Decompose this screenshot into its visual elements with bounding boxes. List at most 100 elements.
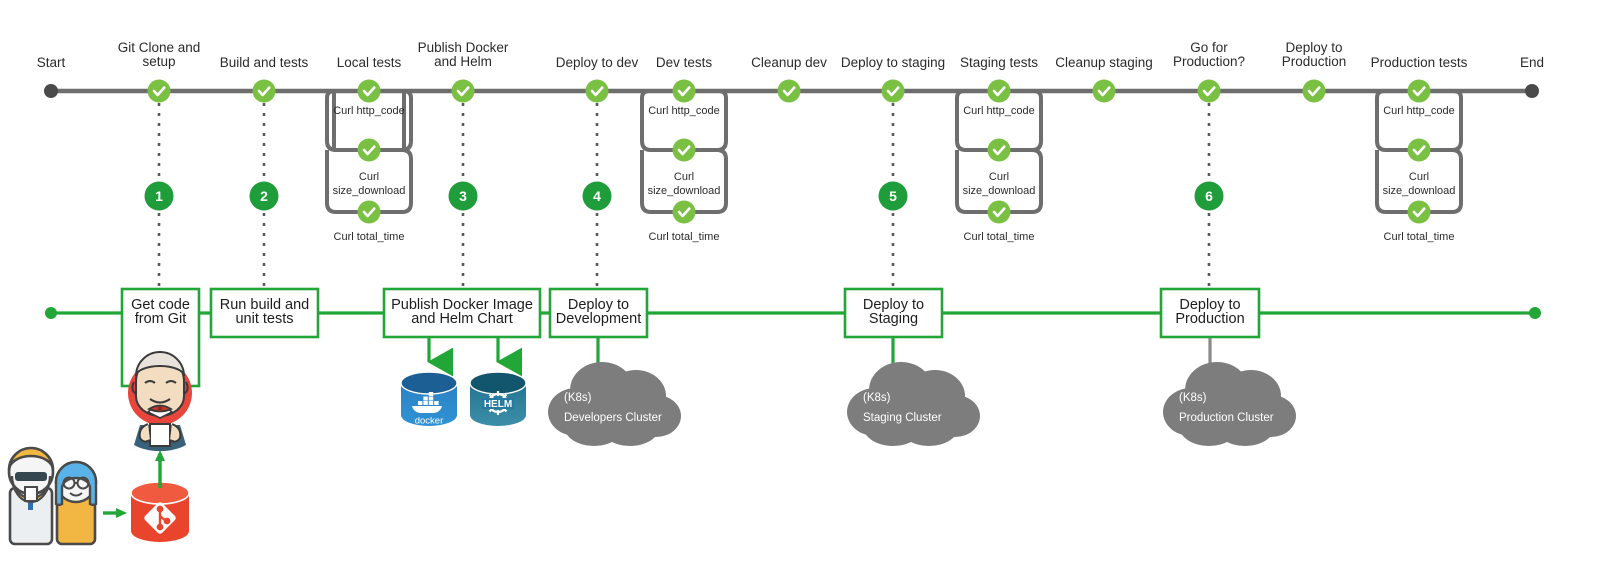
helm-icon: HELM [469, 371, 527, 426]
stage-badge-5[interactable]: 5 [878, 181, 908, 211]
k8s-clusters-group [548, 338, 1296, 446]
arrow-devs-to-git [103, 508, 127, 518]
timeline-start-dot [44, 84, 58, 98]
test-step-label-5-0: Curl http_code [648, 105, 720, 117]
timeline-label-9: Cleanup staging [1055, 55, 1153, 70]
stage-badge-2[interactable]: 2 [249, 181, 279, 211]
flow-end-dot [1529, 307, 1541, 319]
test-check-8-1[interactable] [987, 138, 1011, 162]
cluster-k8s-label-0: (K8s) [564, 392, 592, 404]
arrow-git-to-ci [155, 450, 165, 488]
timeline-start-label: Start [37, 55, 66, 70]
timeline-label-1: Build and tests [220, 55, 309, 70]
flow-box-1[interactable] [209, 287, 320, 339]
stage-check-5[interactable] [672, 79, 696, 103]
docker-whale-glyph [412, 392, 442, 414]
badge-number: 2 [260, 188, 268, 204]
stage-check-12[interactable] [1407, 79, 1431, 103]
stage-check-10[interactable] [1197, 79, 1221, 103]
timeline-label-5: Dev tests [656, 55, 713, 70]
stage-badges-group: 1 2 3 4 5 6 [144, 181, 1224, 211]
developers-icon [7, 446, 98, 546]
test-check-5-2[interactable] [672, 200, 696, 224]
cluster-k8s-label-2: (K8s) [1179, 392, 1207, 404]
cloud-labels-group: (K8s) Developers Cluster (K8s) Staging Clus… [564, 392, 1274, 424]
test-step-label-5-2: Curl total_time [649, 231, 720, 243]
test-step-label-12-0: Curl http_code [1383, 105, 1455, 117]
test-branch-brackets [325, 89, 1463, 214]
stage-check-0[interactable] [147, 79, 171, 103]
timeline-end-label: End [1520, 55, 1544, 70]
test-check-2-1[interactable] [357, 138, 381, 162]
test-check-12-1[interactable] [1407, 138, 1431, 162]
flow-start-dot [45, 307, 57, 319]
timeline-label-2: Local tests [337, 55, 402, 70]
stage-badge-6[interactable]: 6 [1194, 181, 1224, 211]
test-step-label-2-2: Curl total_time [334, 231, 405, 243]
test-check-2-2[interactable] [357, 200, 381, 224]
cluster-k8s-label-1: (K8s) [863, 392, 891, 404]
stage-check-3[interactable] [451, 79, 475, 103]
badge-number: 6 [1205, 188, 1213, 204]
test-check-8-2[interactable] [987, 200, 1011, 224]
test-step-label-12-2: Curl total_time [1384, 231, 1455, 243]
timeline-label-12: Production tests [1371, 55, 1468, 70]
stage-check-2[interactable] [357, 79, 381, 103]
stage-check-6[interactable] [777, 79, 801, 103]
test-check-5-1[interactable] [672, 138, 696, 162]
stage-badge-4[interactable]: 4 [582, 181, 612, 211]
stage-check-4[interactable] [585, 79, 609, 103]
test-step-label-8-2: Curl total_time [964, 231, 1035, 243]
stage-check-1[interactable] [252, 79, 276, 103]
cluster-name-label-1: Staging Cluster [863, 412, 942, 424]
flow-box-5[interactable] [1159, 287, 1261, 339]
k8s-cluster-0 [548, 338, 681, 446]
test-check-12-2[interactable] [1407, 200, 1431, 224]
git-repository-icon [130, 450, 190, 542]
artifact-arrows [427, 338, 522, 377]
docker-label: docker [415, 416, 444, 427]
stage-check-9[interactable] [1092, 79, 1116, 103]
timeline-label-6: Cleanup dev [751, 55, 827, 70]
k8s-cluster-1 [847, 338, 980, 446]
endpoint-labels-group: Start End [37, 55, 1544, 70]
cluster-name-label-2: Production Cluster [1179, 412, 1274, 424]
stage-badge-1[interactable]: 1 [144, 181, 174, 211]
jenkins-butler-icon [128, 351, 192, 452]
test-nodes-group [357, 138, 1431, 224]
stage-badge-3[interactable]: 3 [448, 181, 478, 211]
timeline-end-dot [1525, 84, 1539, 98]
cluster-name-label-0: Developers Cluster [564, 412, 662, 424]
badge-number: 3 [459, 188, 467, 204]
timeline-label-8: Staging tests [960, 55, 1038, 70]
stage-check-7[interactable] [881, 79, 905, 103]
flow-box-2[interactable] [382, 287, 542, 339]
stage-check-11[interactable] [1302, 79, 1326, 103]
k8s-cluster-2 [1163, 338, 1296, 446]
badge-number: 4 [593, 188, 601, 204]
timeline-label-4: Deploy to dev [556, 55, 639, 70]
timeline-nodes-group [147, 79, 1431, 103]
flow-box-4[interactable] [843, 287, 944, 339]
dashed-connectors-group [157, 103, 1211, 296]
flow-boxes-group [120, 287, 1261, 388]
stage-check-8[interactable] [987, 79, 1011, 103]
flow-box-3[interactable] [548, 287, 649, 339]
docker-icon: docker [400, 371, 458, 427]
